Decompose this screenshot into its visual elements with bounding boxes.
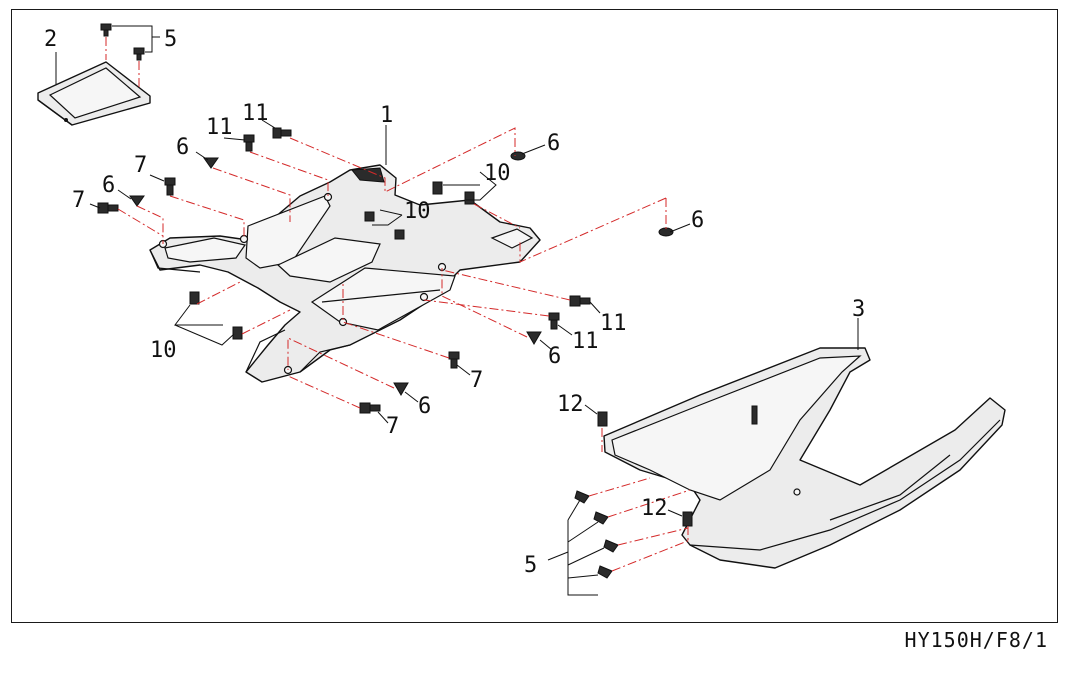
bolt-7-d-icon: [359, 402, 381, 414]
bolt-7-c-icon: [448, 351, 460, 369]
callout-6-f: 6: [418, 394, 431, 419]
screw-6-e-icon: [526, 331, 542, 345]
callout-6-a: 6: [176, 135, 189, 160]
screw-5-top-a-icon: [100, 23, 112, 37]
screw-6-c-icon: [510, 151, 526, 161]
part-1-floor-panel: [149, 164, 541, 383]
callout-7-b: 7: [72, 188, 85, 213]
callout-6-b: 6: [102, 173, 115, 198]
callout-5-bottom: 5: [524, 553, 537, 578]
screw-6-f-icon: [393, 382, 409, 396]
callout-10-a: 10: [484, 161, 511, 186]
callout-leaders: [55, 25, 859, 596]
part-3-lower-cover: [597, 347, 1006, 569]
screw-5-bottom-d-icon: [597, 565, 613, 579]
callout-6-c: 6: [547, 131, 560, 156]
fasteners: [97, 23, 674, 579]
callout-7-c: 7: [470, 368, 483, 393]
drawing-code: HY150H/F8/1: [904, 628, 1048, 652]
screw-5-bottom-c-icon: [603, 539, 619, 553]
callout-12-a: 12: [557, 392, 584, 417]
screw-5-top-b-icon: [133, 47, 145, 61]
screw-6-b-icon: [129, 195, 145, 207]
screw-6-a-icon: [203, 157, 219, 169]
bolt-7-b-icon: [97, 202, 119, 214]
callout-6-d: 6: [691, 208, 704, 233]
callout-2: 2: [44, 27, 57, 52]
bolt-7-a-icon: [164, 177, 176, 196]
bolt-11-c-icon: [569, 295, 591, 307]
callout-7-a: 7: [134, 153, 147, 178]
callout-10-b: 10: [404, 199, 431, 224]
drawing-frame: [11, 9, 1058, 623]
callout-12-b: 12: [641, 496, 668, 521]
callout-10-c: 10: [150, 338, 177, 363]
callout-11-c: 11: [600, 311, 627, 336]
screw-5-bottom-a-icon: [574, 490, 590, 504]
callout-labels: 2 5 1 3 11 11 6 7 6 7 6 10 10 6 11 11 6 …: [44, 27, 865, 578]
bolt-11-a-icon: [243, 134, 255, 152]
assembly-lines: [105, 37, 691, 572]
callout-11-b: 11: [206, 115, 233, 140]
bolt-11-b-icon: [272, 127, 292, 139]
callout-1: 1: [380, 103, 393, 128]
callout-11-a: 11: [242, 101, 269, 126]
callout-3: 3: [852, 297, 865, 322]
screw-5-bottom-b-icon: [593, 511, 609, 525]
bolt-11-d-icon: [548, 312, 560, 330]
callout-7-d: 7: [386, 414, 399, 439]
part-2-cover-plate: [37, 61, 151, 126]
callout-5-top: 5: [164, 27, 177, 52]
callout-11-d: 11: [572, 329, 599, 354]
callout-6-e: 6: [548, 344, 561, 369]
